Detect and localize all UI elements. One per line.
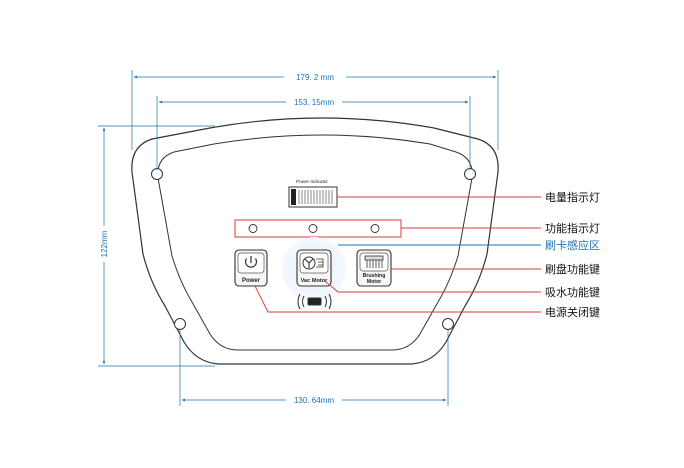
callout-function-indicator: 功能指示灯 [545, 221, 600, 235]
dim-width-holes-bottom: 130. 64mm [294, 396, 334, 405]
mount-hole-bottom-left [174, 318, 186, 330]
panel-inner-outline [157, 134, 473, 351]
power-button[interactable]: Power [234, 249, 268, 287]
power-indicator-label: Power Indicator [296, 179, 328, 184]
brushing-motor-label-line1: Brushing [363, 273, 386, 279]
callout-suction-function-key: 吸水功能键 [545, 285, 600, 299]
vac-motor-button-label: Vac Motor [301, 278, 329, 284]
panel-outer-outline [131, 117, 499, 365]
power-icon [244, 256, 258, 268]
callout-power-key: 电源关闭键 [545, 305, 600, 319]
mount-hole-top-right [464, 168, 476, 180]
vacuum-fan-icon [302, 256, 324, 270]
rfid-card-icon [297, 293, 332, 310]
brushing-motor-label-line2: Motor [367, 279, 381, 285]
battery-indicator-bar [288, 186, 338, 208]
callout-battery-indicator: 电量指示灯 [545, 190, 600, 204]
function-led-1 [248, 224, 258, 233]
power-button-label: Power [242, 278, 261, 284]
function-indicator-box [234, 219, 402, 238]
function-led-2 [308, 224, 318, 233]
dim-height: 122mm [100, 230, 109, 257]
dim-width-holes-top: 153. 15mm [294, 98, 334, 107]
mount-hole-bottom-right [442, 318, 454, 330]
callout-card-sensing-area: 刷卡感应区 [545, 238, 600, 252]
brushing-motor-button[interactable]: Brushing Motor [356, 249, 392, 287]
brush-icon [364, 255, 384, 268]
vac-motor-button[interactable]: Vac Motor [296, 249, 332, 287]
mount-hole-top-left [151, 168, 163, 180]
function-led-3 [370, 224, 380, 233]
callout-brush-function-key: 刷盘功能键 [545, 262, 600, 276]
dim-width-outer: 179. 2 mm [296, 73, 334, 82]
